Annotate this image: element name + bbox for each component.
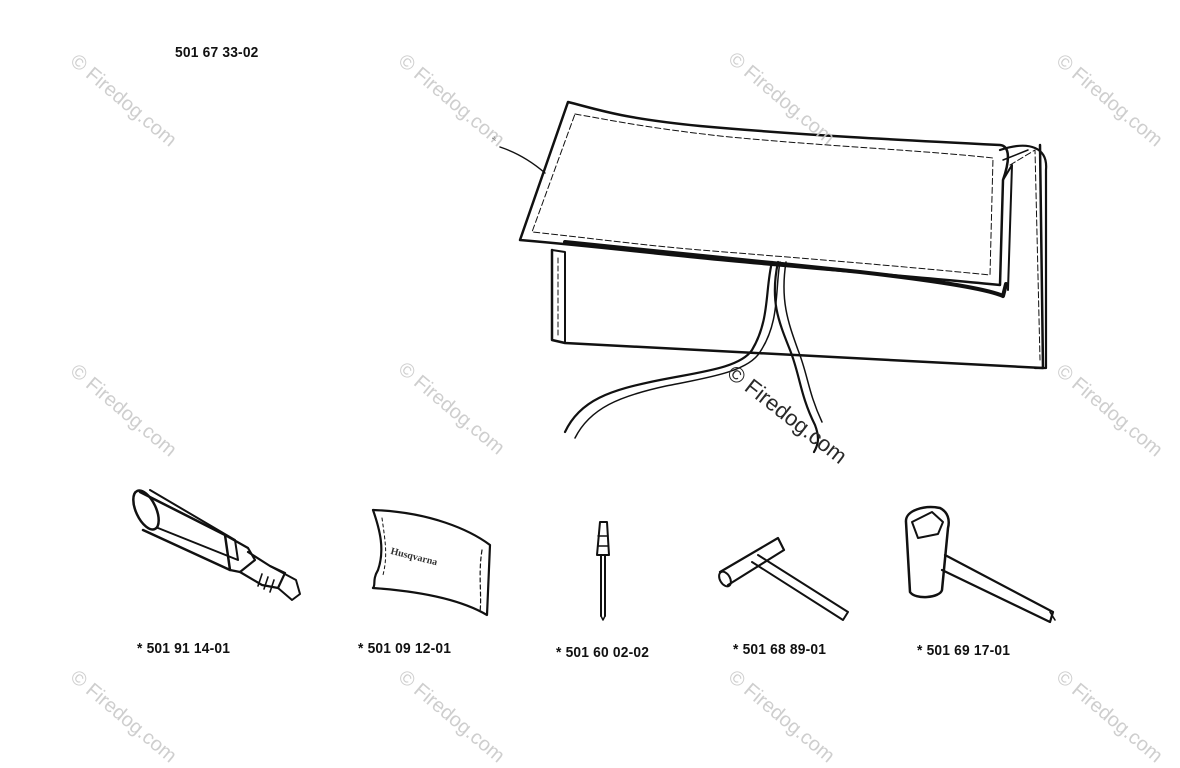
part-label-manual: * 501 09 12-01 xyxy=(358,640,452,657)
part-label-t-wrench: * 501 68 89-01 xyxy=(733,641,827,658)
diagram-drawing xyxy=(132,100,1056,624)
adapter-tool-drawing xyxy=(132,489,301,601)
tool-bag-drawing xyxy=(499,100,1048,454)
part-label-adapter: * 501 91 14-01 xyxy=(137,640,231,657)
t-wrench-drawing xyxy=(718,536,849,621)
part-label-screwdriver: * 501 60 02-02 xyxy=(556,644,650,661)
bag-callout-star: * xyxy=(492,134,497,148)
combination-spanner-drawing xyxy=(904,505,1056,624)
manual-drawing xyxy=(371,508,492,617)
part-label-spanner: * 501 69 17-01 xyxy=(917,642,1011,659)
screwdriver-drawing xyxy=(596,521,610,621)
assembly-part-number: 501 67 33-02 xyxy=(175,44,259,61)
parts-diagram: 501 67 33-02 * * 501 91 14-01 * 501 09 1… xyxy=(66,44,1167,767)
